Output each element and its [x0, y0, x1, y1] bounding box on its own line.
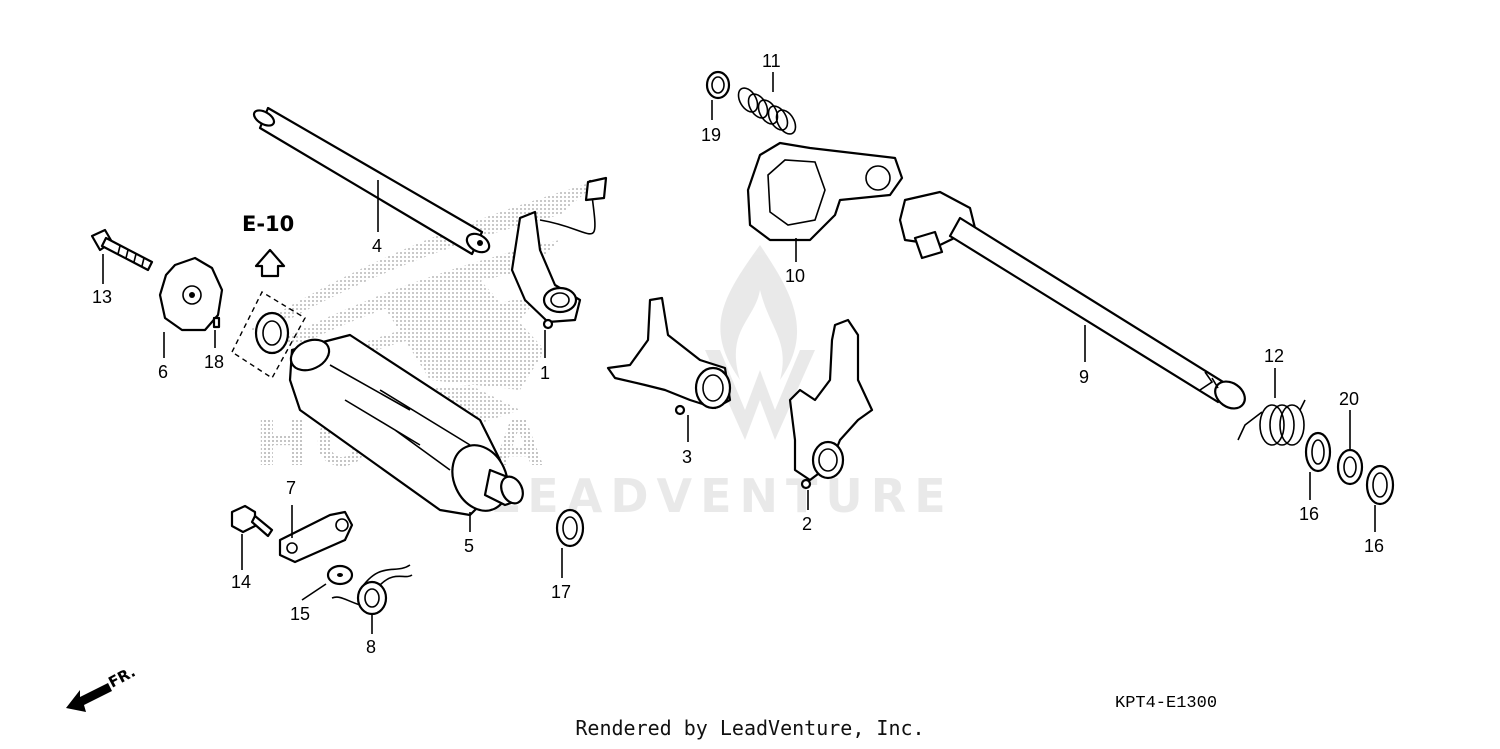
front-marker-label: FR.	[105, 663, 138, 692]
part-18-dowel-pin[interactable]	[212, 316, 221, 329]
callout-leaders	[102, 72, 1376, 634]
watermark-text: LEADVENTURE	[490, 469, 954, 523]
callout-18[interactable]: 18	[204, 352, 224, 372]
callout-12[interactable]: 12	[1264, 346, 1284, 366]
callout-15[interactable]: 15	[290, 604, 310, 624]
part-14-bolt[interactable]	[230, 504, 274, 538]
callout-19[interactable]: 19	[701, 125, 721, 145]
part-3-shift-fork[interactable]	[606, 296, 732, 416]
callout-6[interactable]: 6	[158, 362, 168, 382]
part-20-circlip[interactable]	[1336, 448, 1364, 486]
callout-5[interactable]: 5	[464, 536, 474, 556]
reference-label[interactable]: E-10	[242, 212, 294, 236]
part-6-drum-cam[interactable]	[158, 256, 224, 332]
part-17-washer[interactable]	[555, 508, 585, 548]
callout-1[interactable]: 1	[540, 363, 550, 383]
diagram-code: KPT4-E1300	[1115, 694, 1218, 713]
callout-2[interactable]: 2	[802, 514, 812, 534]
callout-9[interactable]: 9	[1079, 367, 1089, 387]
callout-10[interactable]: 10	[785, 266, 805, 286]
reference-e10-arrow	[254, 248, 286, 278]
callout-3[interactable]: 3	[682, 447, 692, 467]
bearing-dashed-box	[231, 291, 306, 379]
part-2-shift-fork[interactable]	[788, 318, 874, 490]
part-12-return-spring[interactable]	[1237, 399, 1306, 446]
callout-13[interactable]: 13	[92, 287, 112, 307]
part-5-shift-drum[interactable]	[286, 333, 527, 520]
callout-8[interactable]: 8	[366, 637, 376, 657]
callout-16-a[interactable]: 16	[1299, 504, 1319, 524]
part-10-guide-plate[interactable]	[746, 141, 904, 242]
part-7-stopper-arm[interactable]	[278, 510, 354, 564]
footer-credit: Rendered by LeadVenture, Inc.	[575, 716, 925, 740]
part-16-washer-b[interactable]	[1365, 464, 1395, 506]
part-15-washer[interactable]	[326, 564, 354, 586]
part-13-bolt[interactable]	[90, 228, 154, 272]
part-16-washer-a[interactable]	[1304, 431, 1332, 473]
part-11-spring[interactable]	[735, 85, 800, 138]
front-direction-arrow	[66, 683, 112, 712]
callout-14[interactable]: 14	[231, 572, 251, 592]
callout-11[interactable]: 11	[762, 51, 781, 71]
callout-labels: 1 2 3 4 5 6 7 8 9 10 11 12 13 14 15 16 1…	[92, 51, 1384, 657]
part-1-shift-fork[interactable]	[510, 176, 608, 330]
part-19-circlip[interactable]	[705, 70, 731, 100]
part-9-gearshift-spindle[interactable]	[898, 190, 1250, 414]
callout-20[interactable]: 20	[1339, 389, 1359, 409]
part-4-fork-shaft[interactable]	[251, 106, 492, 256]
callout-7[interactable]: 7	[286, 478, 296, 498]
callout-17[interactable]: 17	[551, 582, 571, 602]
callout-4[interactable]: 4	[372, 236, 382, 256]
callout-16-b[interactable]: 16	[1364, 536, 1384, 556]
